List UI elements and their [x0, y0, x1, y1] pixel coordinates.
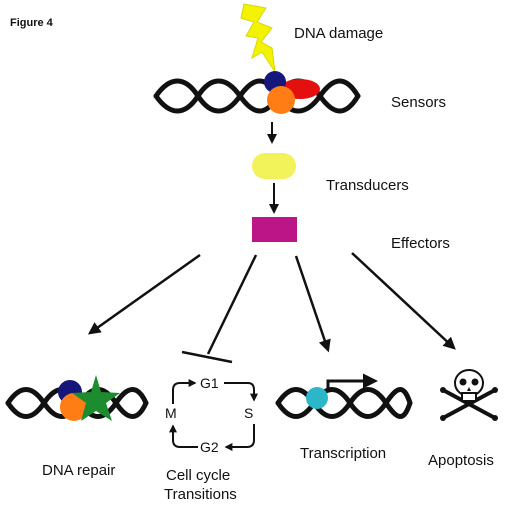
phase-m-label: M: [165, 405, 177, 421]
sensors-label: Sensors: [391, 94, 446, 111]
effectors-label: Effectors: [391, 235, 450, 252]
figure-label: Figure 4: [10, 17, 54, 29]
arrow-g1-to-s: [224, 382, 258, 402]
arrow-to-transcription: [294, 255, 331, 353]
arrow-g2-to-m: [169, 424, 198, 448]
transducer-shape: [252, 153, 296, 179]
effector-shape: [252, 217, 297, 242]
apoptosis-label: Apoptosis: [428, 452, 494, 469]
cell-cycle-label-line2: Transitions: [164, 486, 237, 503]
dna-damage-label: DNA damage: [294, 25, 383, 42]
cell-cycle-diagram: G1 S G2 M: [165, 375, 258, 455]
arrow-to-apoptosis: [351, 252, 456, 350]
arrow-m-to-g1: [172, 379, 197, 404]
arrow-s-to-g2: [224, 424, 255, 451]
cell-cycle-label-line1: Cell cycle: [166, 467, 230, 484]
arrow-to-dna-repair: [87, 253, 201, 335]
lightning-bolt-icon: [240, 3, 276, 73]
transcription-dna-helix-icon: [275, 387, 413, 419]
repair-proteins-icon: [58, 375, 120, 421]
phase-g2-label: G2: [200, 439, 219, 455]
green-star-icon: [72, 375, 120, 421]
phase-g1-label: G1: [200, 375, 219, 391]
transducers-label: Transducers: [326, 177, 409, 194]
transcription-start-arrow: [326, 373, 378, 389]
phase-s-label: S: [244, 405, 253, 421]
transcription-label: Transcription: [300, 445, 386, 462]
dna-repair-label: DNA repair: [42, 462, 115, 479]
inhibition-bar: [181, 350, 233, 364]
sensor-proteins-icon: [264, 71, 320, 114]
transcription-factor-icon: [306, 387, 328, 409]
damaged-dna-helix-icon: [153, 78, 361, 114]
skull-crossbones-icon: [440, 369, 498, 421]
inhibition-to-cell-cycle: [206, 254, 258, 355]
